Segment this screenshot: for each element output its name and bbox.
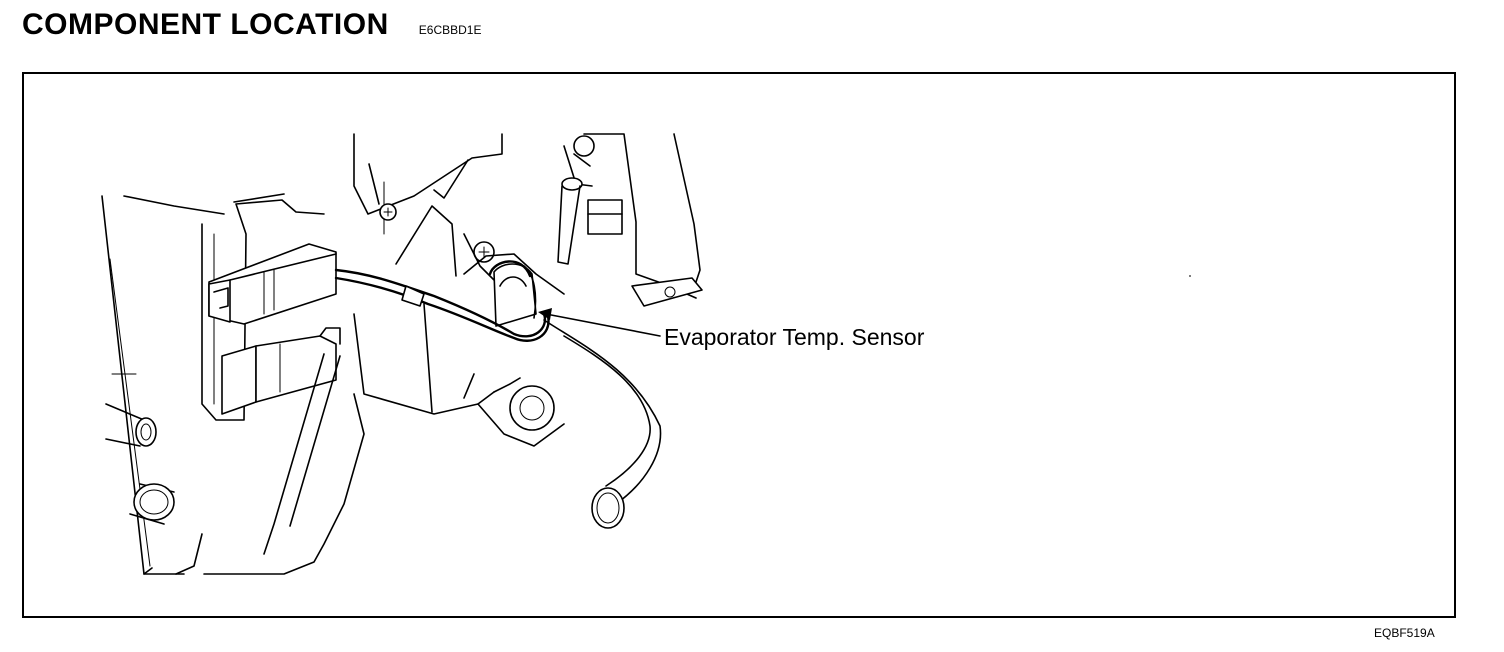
electrical-connector [208,243,337,325]
diagram-frame: Evaporator Temp. Sensor [22,72,1456,618]
housing-lower [203,303,565,575]
support-rod [263,353,341,555]
sensor-wire [334,268,550,342]
sensor-callout-label: Evaporator Temp. Sensor [664,324,925,350]
drain-hose [543,319,662,529]
section-code: E6CBBD1E [418,23,482,37]
pipe-stubs-left [105,403,175,525]
figure-id: EQBF519A [1374,626,1435,640]
housing-right [557,133,703,307]
component-illustration [101,133,1191,575]
speck [1189,275,1191,277]
page-title: COMPONENT LOCATION [22,8,389,41]
page-header: COMPONENT LOCATION E6CBBD1E [22,8,481,48]
callout-leader [538,308,661,337]
evaporator-temp-sensor [463,253,565,327]
lower-connector [221,327,341,415]
evaporator-housing [353,133,503,285]
connector-bracket [201,193,325,421]
